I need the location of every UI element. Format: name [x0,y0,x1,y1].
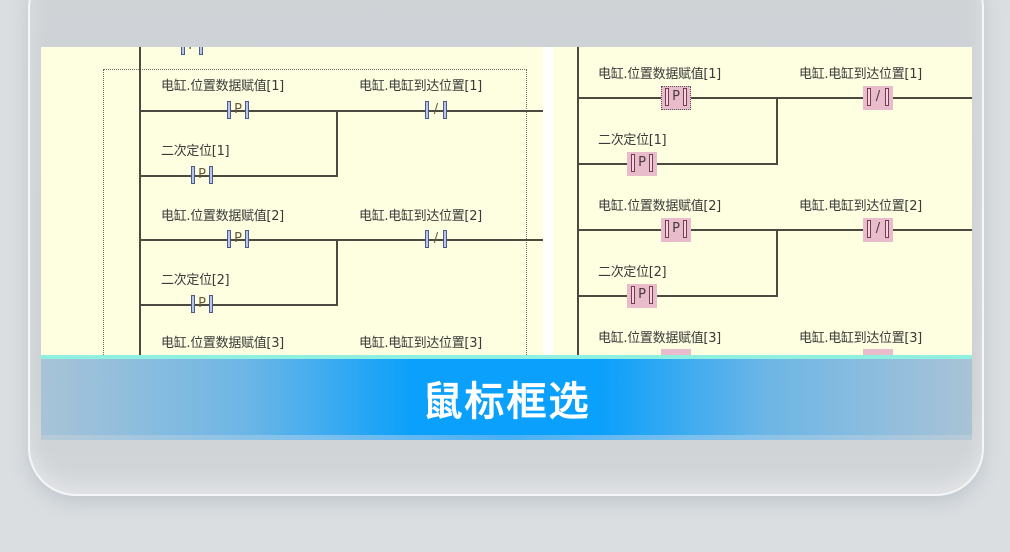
contact-positive-edge-selected[interactable]: P [661,218,691,242]
wire [139,110,337,112]
contact-normally-closed[interactable]: / [421,99,451,123]
left-power-rail [577,47,579,355]
contact-label: 电缸.位置数据赋值[3] [161,336,284,351]
branch-wire [336,110,338,177]
contact-positive-edge-selected[interactable]: P [627,284,657,308]
wire [577,163,777,165]
left-power-rail [139,47,141,355]
wire [577,295,777,297]
caption-banner: 鼠标框选 [41,355,972,440]
output-label: 电缸.电缸到达位置[1] [799,67,922,82]
banner-accent-line [41,355,972,359]
output-label: 电缸.电缸到达位置[3] [359,336,482,351]
ladder-panel-before: P 电缸.位置数据赋值[1] P 电缸.电缸到达位置[1] / 二次定位[1] … [41,47,543,355]
branch-label: 二次定位[2] [161,273,230,288]
branch-label: 二次定位[1] [161,144,230,159]
output-label: 电缸.电缸到达位置[2] [359,209,482,224]
panel-divider [543,47,553,355]
wire [337,239,543,241]
branch-wire [336,239,338,306]
wire [139,304,337,306]
branch-label: 二次定位[2] [598,265,667,280]
contact-label: 电缸.位置数据赋值[1] [161,79,284,94]
contact-positive-edge-selected[interactable]: P [661,86,691,110]
contact-normally-closed[interactable]: / [421,228,451,252]
output-label: 电缸.电缸到达位置[3] [799,331,922,346]
branch-wire [776,229,778,297]
contact-normally-closed-selected[interactable]: / [863,218,893,242]
banner-background [41,359,972,435]
ladder-panel-after: 电缸.位置数据赋值[1] P 电缸.电缸到达位置[1] / 二次定位[1] P … [553,47,972,355]
contact-positive-edge[interactable]: P [223,99,253,123]
contact-positive-edge[interactable]: P [187,293,217,317]
output-label: 电缸.电缸到达位置[1] [359,79,482,94]
contact-normally-closed-selected[interactable]: / [863,86,893,110]
contact-selected-partial[interactable] [863,349,893,355]
contact-label: 电缸.位置数据赋值[3] [598,331,721,346]
banner-title: 鼠标框选 [422,379,591,425]
contact-label: 电缸.位置数据赋值[2] [161,209,284,224]
wire [337,110,543,112]
contact-label: 电缸.位置数据赋值[1] [598,67,721,82]
wire [139,175,337,177]
contact-selected-partial[interactable] [661,349,691,355]
wire [139,239,337,241]
branch-wire [776,97,778,165]
branch-label: 二次定位[1] [598,133,667,148]
contact-positive-edge[interactable]: P [223,228,253,252]
contact-partial-top[interactable]: P [177,47,207,59]
banner-bottom-edge [41,435,972,440]
contact-positive-edge[interactable]: P [187,164,217,188]
ladder-viewport: P 电缸.位置数据赋值[1] P 电缸.电缸到达位置[1] / 二次定位[1] … [41,47,972,355]
selection-marquee [103,69,527,355]
output-label: 电缸.电缸到达位置[2] [799,199,922,214]
contact-positive-edge-selected[interactable]: P [627,152,657,176]
contact-label: 电缸.位置数据赋值[2] [598,199,721,214]
